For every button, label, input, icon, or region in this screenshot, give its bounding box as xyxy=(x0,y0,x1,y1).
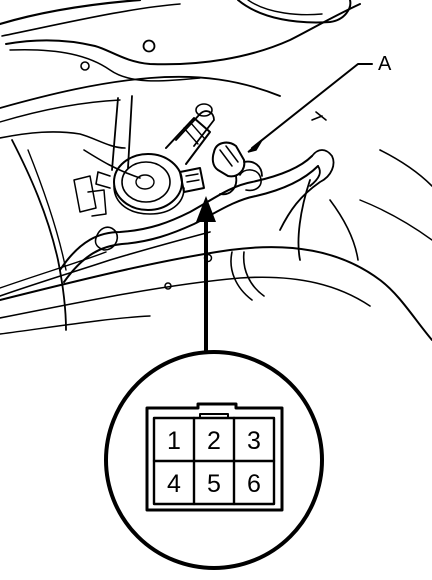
connector-housing xyxy=(145,402,284,512)
door-panel-linework xyxy=(0,0,432,341)
pin-3-label: 3 xyxy=(247,427,261,455)
pin-6-label: 6 xyxy=(247,470,261,498)
connector-zoom-view: 1 2 3 4 5 6 xyxy=(104,350,324,570)
pin-5-label: 5 xyxy=(207,470,221,498)
harness-connector-a xyxy=(211,141,263,196)
pin-1-label: 1 xyxy=(167,427,181,455)
callout-a-leader xyxy=(247,63,373,153)
callout-a-label: A xyxy=(378,53,392,75)
pin-2-label: 2 xyxy=(207,427,221,455)
pin-4-label: 4 xyxy=(167,470,181,498)
wire-harness xyxy=(59,111,335,283)
pointer-arrow xyxy=(196,196,216,376)
window-motor xyxy=(95,103,215,215)
